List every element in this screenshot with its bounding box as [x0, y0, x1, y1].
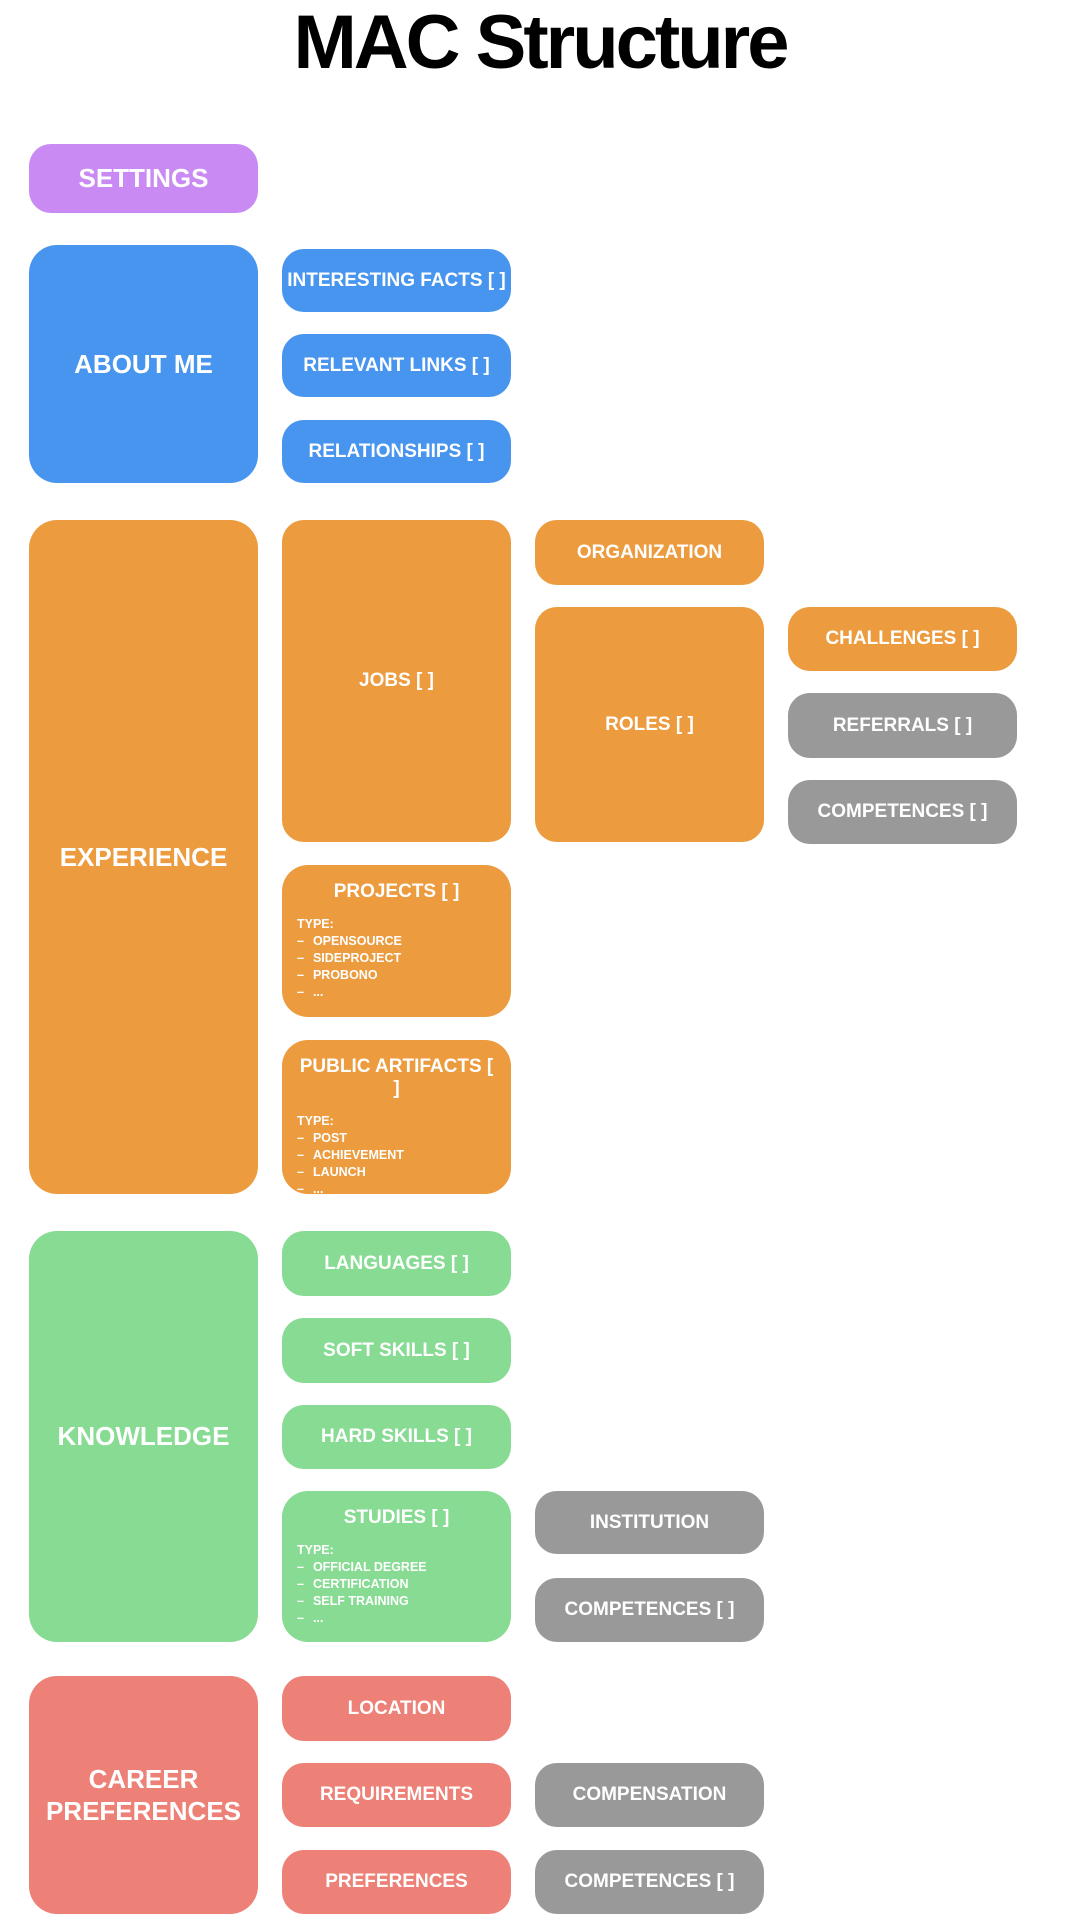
type-list-item: CERTIFICATION	[297, 1576, 496, 1593]
relevant-links-label: RELEVANT LINKS [ ]	[303, 354, 490, 376]
jobs-label: JOBS [ ]	[359, 670, 434, 691]
languages-node: LANGUAGES [ ]	[282, 1231, 511, 1296]
organization-node: ORGANIZATION	[535, 520, 764, 585]
public-artifacts-label: PUBLIC ARTIFACTS [ ]	[299, 1056, 494, 1099]
competences-experience-node: COMPETENCES [ ]	[788, 780, 1017, 844]
referrals-label: REFERRALS [ ]	[832, 714, 973, 736]
referrals-node: REFERRALS [ ]	[788, 693, 1017, 758]
competences-knowledge-node: COMPETENCES [ ]	[535, 1578, 764, 1642]
location-label: LOCATION	[347, 1697, 446, 1719]
type-list-item: PROBONO	[297, 967, 496, 984]
institution-node: INSTITUTION	[535, 1491, 764, 1554]
relationships-node: RELATIONSHIPS [ ]	[282, 420, 511, 483]
projects-type-list: OPENSOURCE SIDEPROJECT PROBONO ...	[297, 933, 496, 1001]
institution-label: INSTITUTION	[589, 1511, 710, 1533]
knowledge-label: KNOWLEDGE	[57, 1421, 230, 1452]
type-list-item: OFFICIAL DEGREE	[297, 1559, 496, 1576]
roles-node: ROLES [ ]	[535, 607, 764, 842]
public-artifacts-type-heading: TYPE:	[297, 1114, 334, 1128]
compensation-label: COMPENSATION	[572, 1784, 727, 1805]
soft-skills-label: SOFT SKILLS [ ]	[323, 1339, 470, 1361]
projects-label: PROJECTS [ ]	[333, 881, 460, 902]
competences-career-node: COMPETENCES [ ]	[535, 1850, 764, 1914]
interesting-facts-node: INTERESTING FACTS [ ]	[282, 249, 511, 312]
settings-label: SETTINGS	[78, 163, 209, 193]
jobs-node: JOBS [ ]	[282, 520, 511, 842]
type-list-item: LAUNCH	[297, 1164, 496, 1181]
location-node: LOCATION	[282, 1676, 511, 1741]
requirements-label: REQUIREMENTS	[319, 1784, 474, 1805]
type-list-item: OPENSOURCE	[297, 933, 496, 950]
challenges-label: CHALLENGES [ ]	[825, 628, 980, 649]
experience-node: EXPERIENCE	[29, 520, 258, 1194]
studies-node: STUDIES [ ] TYPE: OFFICIAL DEGREE CERTIF…	[282, 1491, 511, 1642]
studies-type-heading: TYPE:	[297, 1543, 334, 1557]
competences-knowledge-label: COMPETENCES [ ]	[564, 1599, 735, 1620]
type-list-item: ...	[297, 1181, 496, 1198]
compensation-node: COMPENSATION	[535, 1763, 764, 1827]
public-artifacts-type-list: POST ACHIEVEMENT LAUNCH ...	[297, 1130, 496, 1198]
hard-skills-node: HARD SKILLS [ ]	[282, 1405, 511, 1469]
preferences-label: PREFERENCES	[325, 1871, 468, 1892]
competences-career-label: COMPETENCES [ ]	[564, 1871, 735, 1892]
competences-experience-label: COMPETENCES [ ]	[817, 801, 988, 822]
type-list-item: POST	[297, 1130, 496, 1147]
projects-node: PROJECTS [ ] TYPE: OPENSOURCE SIDEPROJEC…	[282, 865, 511, 1017]
hard-skills-label: HARD SKILLS [ ]	[321, 1426, 472, 1447]
settings-node: SETTINGS	[29, 144, 258, 213]
career-preferences-node: CAREER PREFERENCES	[29, 1676, 258, 1914]
preferences-node: PREFERENCES	[282, 1850, 511, 1914]
roles-label: ROLES [ ]	[605, 713, 694, 735]
public-artifacts-node: PUBLIC ARTIFACTS [ ] TYPE: POST ACHIEVEM…	[282, 1040, 511, 1196]
studies-label: STUDIES [ ]	[343, 1507, 450, 1528]
studies-type-list: OFFICIAL DEGREE CERTIFICATION SELF TRAIN…	[297, 1559, 496, 1627]
career-preferences-label: CAREER PREFERENCES	[45, 1763, 242, 1827]
page-title: MAC Structure	[293, 0, 789, 85]
languages-label: LANGUAGES [ ]	[324, 1252, 469, 1274]
challenges-node: CHALLENGES [ ]	[788, 607, 1017, 671]
relationships-label: RELATIONSHIPS [ ]	[308, 440, 485, 462]
type-list-item: SELF TRAINING	[297, 1593, 496, 1610]
interesting-facts-label: INTERESTING FACTS [ ]	[287, 269, 506, 291]
experience-label: EXPERIENCE	[59, 841, 228, 872]
type-list-item: ...	[297, 984, 496, 1001]
about-me-label: ABOUT ME	[74, 348, 213, 379]
projects-type-heading: TYPE:	[297, 917, 334, 931]
type-list-item: SIDEPROJECT	[297, 950, 496, 967]
requirements-node: REQUIREMENTS	[282, 1763, 511, 1827]
soft-skills-node: SOFT SKILLS [ ]	[282, 1318, 511, 1383]
knowledge-node: KNOWLEDGE	[29, 1231, 258, 1642]
relevant-links-node: RELEVANT LINKS [ ]	[282, 334, 511, 397]
organization-label: ORGANIZATION	[576, 541, 723, 563]
about-me-node: ABOUT ME	[29, 245, 258, 483]
type-list-item: ACHIEVEMENT	[297, 1147, 496, 1164]
type-list-item: ...	[297, 1610, 496, 1627]
